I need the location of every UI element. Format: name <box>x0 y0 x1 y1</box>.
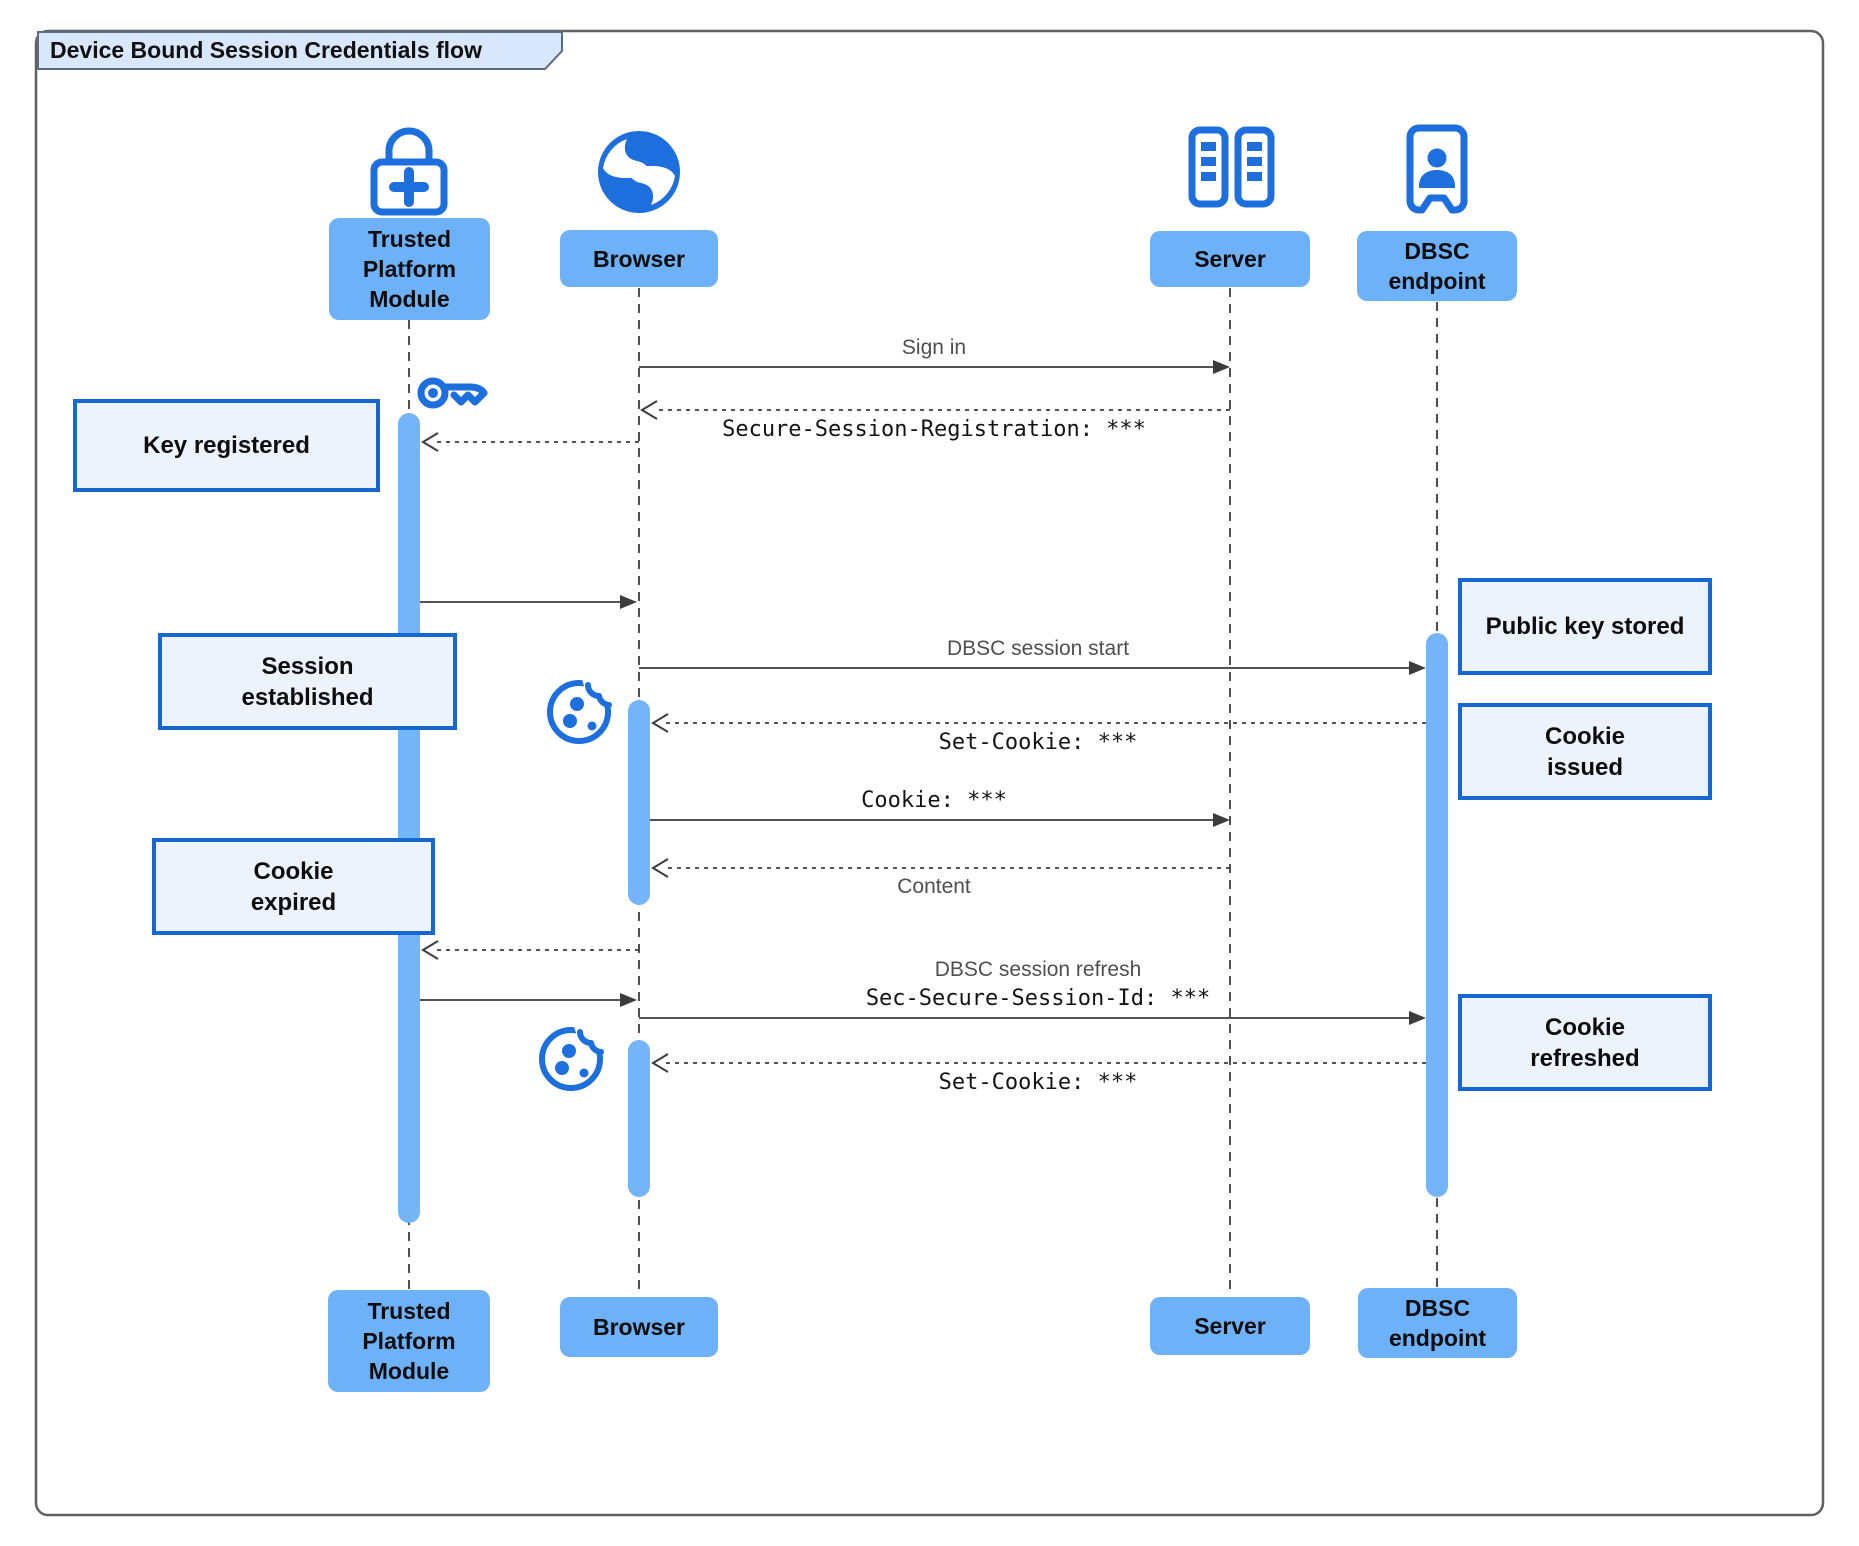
note-cookie-refreshed: Cookie refreshed <box>1458 994 1712 1091</box>
note-public-key-stored: Public key stored <box>1458 578 1712 675</box>
actor-server-top: Server <box>1150 231 1310 287</box>
label-set-cookie-1: Set-Cookie: *** <box>938 730 1138 755</box>
title-tab-shape <box>37 31 563 70</box>
label-dbsc-session-start: DBSC session start <box>946 637 1130 660</box>
arrow-secure-session-registration <box>640 400 1230 420</box>
actor-dbsc-bottom: DBSC endpoint <box>1358 1288 1517 1358</box>
arrow-refresh-key-return <box>420 993 637 1007</box>
note-cookie-expired: Cookie expired <box>152 838 435 935</box>
actor-tpm-bottom: Trusted Platform Module <box>328 1290 490 1392</box>
diagram-frame <box>34 29 1825 1517</box>
server-racks-icon <box>1188 126 1275 208</box>
label-set-cookie-2: Set-Cookie: *** <box>938 1070 1138 1095</box>
cookie-icon <box>542 1023 608 1088</box>
activation-browser-2 <box>628 1040 650 1197</box>
actor-dbsc-top: DBSC endpoint <box>1357 231 1517 301</box>
actor-tpm-top: Trusted Platform Module <box>329 218 490 320</box>
key-icon <box>417 377 488 409</box>
actor-server-bottom: Server <box>1150 1297 1310 1355</box>
activation-dbsc-endpoint <box>1426 633 1448 1197</box>
globe-icon <box>598 131 680 213</box>
arrow-dbsc-session-start <box>639 661 1426 675</box>
arrow-register-key <box>421 432 639 452</box>
arrow-content <box>651 858 1230 878</box>
actor-browser-top: Browser <box>560 230 718 287</box>
label-content: Content <box>897 875 971 898</box>
arrow-set-cookie-1 <box>651 713 1426 733</box>
arrow-dbsc-session-refresh <box>639 1011 1426 1025</box>
arrow-key-registered-return <box>420 595 637 609</box>
label-sec-secure-session-id: Sec-Secure-Session-Id: *** <box>865 986 1211 1011</box>
note-session-established: Session established <box>158 633 457 730</box>
cookie-icon <box>550 676 616 741</box>
arrow-sign-in <box>639 360 1230 374</box>
label-dbsc-session-refresh: DBSC session refresh <box>934 958 1142 981</box>
label-secure-session-registration: Secure-Session-Registration: *** <box>722 417 1146 442</box>
activation-tpm <box>398 413 420 1223</box>
endpoint-badge-icon <box>1406 124 1468 214</box>
arrow-refresh-key-request <box>421 940 639 960</box>
diagram-title: Device Bound Session Credentials flow <box>50 37 482 63</box>
activation-browser-1 <box>628 700 650 905</box>
note-cookie-issued: Cookie issued <box>1458 703 1712 800</box>
actor-browser-bottom: Browser <box>560 1297 718 1357</box>
label-cookie: Cookie: *** <box>861 788 1007 813</box>
arrow-set-cookie-2 <box>651 1053 1426 1073</box>
note-key-registered: Key registered <box>73 399 380 492</box>
label-sign-in: Sign in <box>901 336 967 359</box>
lock-plus-icon <box>370 127 448 216</box>
arrow-cookie <box>650 813 1230 827</box>
